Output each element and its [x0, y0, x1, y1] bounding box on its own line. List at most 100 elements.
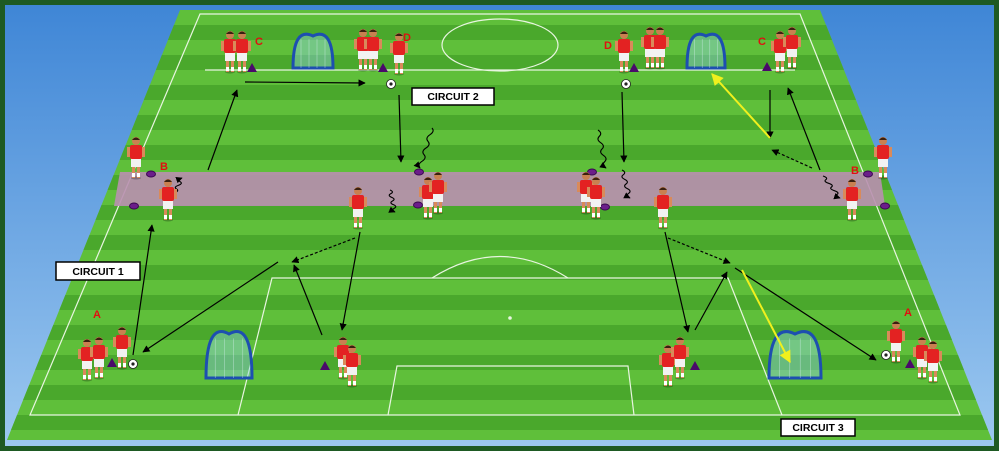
- dribble-arrow: [822, 175, 841, 200]
- highlight-arrow: [741, 269, 791, 364]
- goal-frame: [767, 330, 823, 380]
- pass-arrow: [667, 237, 731, 264]
- cones: [107, 62, 915, 370]
- marker-disc: [863, 170, 873, 178]
- ball: [881, 350, 891, 360]
- touchline-boundary: [29, 13, 961, 416]
- player: [127, 137, 145, 180]
- circuit-2-label: CIRCUIT 2: [411, 87, 495, 106]
- cone: [629, 63, 639, 72]
- pass-arrow: [734, 267, 877, 361]
- grass-stripe: [7, 25, 992, 40]
- player: [671, 337, 689, 380]
- pass-arrow: [787, 87, 821, 171]
- pass-arrow: [771, 149, 813, 169]
- grass-stripe: [7, 235, 992, 250]
- player: [159, 179, 177, 222]
- station-letter-c-right: C: [758, 36, 766, 48]
- marker-disc: [146, 170, 156, 178]
- player: [90, 337, 108, 380]
- grass-stripe: [7, 145, 992, 160]
- goal-area: [387, 365, 635, 416]
- pass-arrow: [291, 237, 356, 264]
- circuit-1-label: CIRCUIT 1: [55, 261, 141, 281]
- player: [924, 341, 942, 384]
- penalty-box: [237, 277, 783, 416]
- grass-stripe: [7, 115, 992, 130]
- marker-disc: [129, 202, 139, 210]
- dribble-arrow: [388, 189, 397, 213]
- goal-frame: [291, 32, 335, 70]
- player: [843, 179, 861, 222]
- station-letters: A A B B C C D D: [93, 32, 912, 321]
- station-letter-d-left: D: [403, 32, 411, 44]
- pass-arrow: [339, 231, 361, 331]
- pass-arrow: [397, 94, 405, 163]
- player: [429, 172, 447, 215]
- grass-stripe: [7, 325, 992, 340]
- grass-stripe: [7, 415, 992, 430]
- cone: [905, 359, 915, 368]
- dribble-channel: [114, 172, 885, 206]
- pass-arrow: [207, 89, 239, 171]
- player: [233, 31, 251, 74]
- pass-arrow: [142, 261, 279, 353]
- mini-goals: [204, 32, 823, 380]
- player: [113, 327, 131, 370]
- station-letter-a-left: A: [93, 309, 101, 321]
- station-letter-c-left: C: [255, 36, 263, 48]
- station-letter-b-left: B: [160, 161, 168, 173]
- mini-goal: [767, 330, 823, 380]
- player: [349, 187, 367, 230]
- cone: [247, 63, 257, 72]
- movement-arrows: [132, 73, 877, 364]
- cone: [378, 63, 388, 72]
- cone: [107, 358, 117, 367]
- marker-disc: [587, 168, 597, 176]
- player: [887, 321, 905, 364]
- grass-stripe: [7, 205, 992, 220]
- pass-arrow: [244, 79, 366, 87]
- dribble-arrow: [413, 127, 434, 169]
- station-letter-b-right: B: [851, 165, 859, 177]
- dribble-arrow: [621, 169, 631, 199]
- cone: [690, 361, 700, 370]
- pitch-markings: [29, 13, 961, 416]
- circuit-3-label: CIRCUIT 3: [780, 418, 856, 437]
- ball: [386, 79, 396, 89]
- circuit-3-text: CIRCUIT 3: [792, 422, 843, 434]
- ball: [128, 359, 138, 369]
- marker-disc: [413, 201, 423, 209]
- penalty-spot: [508, 316, 512, 320]
- grass-stripe: [7, 85, 992, 100]
- player: [651, 27, 669, 70]
- station-letter-a-right: A: [904, 307, 912, 319]
- goal-frame: [204, 330, 254, 380]
- marker-disc: [880, 202, 890, 210]
- mini-goal: [685, 32, 727, 70]
- center-circle: [441, 18, 559, 72]
- circuit-2-text: CIRCUIT 2: [427, 91, 478, 103]
- ball: [621, 79, 631, 89]
- dribble-arrow: [597, 129, 607, 169]
- player: [587, 177, 605, 220]
- pass-arrow: [664, 231, 691, 333]
- player: [615, 31, 633, 74]
- cone: [762, 62, 772, 71]
- players: [78, 27, 942, 388]
- highlight-arrow: [711, 73, 771, 139]
- player: [364, 29, 382, 72]
- cone: [320, 361, 330, 370]
- player: [343, 345, 361, 388]
- grass-stripe: [7, 295, 992, 310]
- station-letter-d-right: D: [604, 40, 612, 52]
- player: [874, 137, 892, 180]
- goal-frame: [685, 32, 727, 70]
- player: [654, 187, 672, 230]
- grass-stripe: [7, 385, 992, 400]
- marker-disc: [414, 168, 424, 176]
- balls: [128, 79, 891, 369]
- grass-stripe: [7, 355, 992, 370]
- player: [783, 27, 801, 70]
